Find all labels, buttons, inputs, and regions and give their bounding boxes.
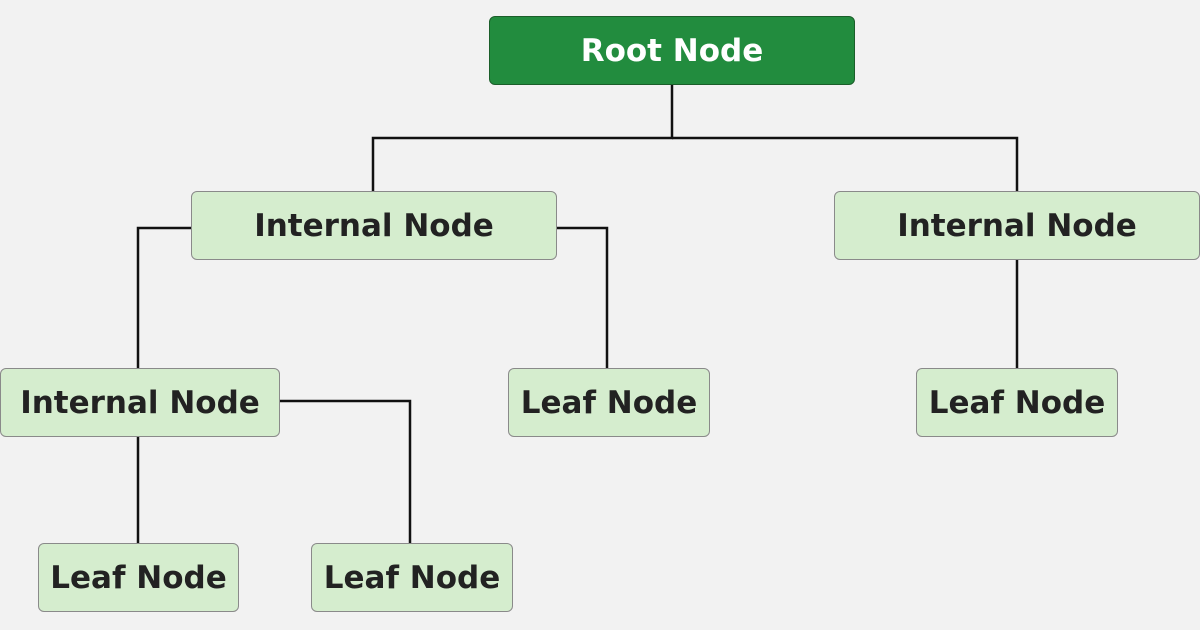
leaf-node: Leaf Node <box>311 543 513 612</box>
leaf-node: Leaf Node <box>38 543 239 612</box>
edge-i3-l4 <box>280 399 412 543</box>
root-node: Root Node <box>489 16 855 85</box>
internal-node: Internal Node <box>834 191 1200 260</box>
leaf-node: Leaf Node <box>508 368 710 437</box>
edge-root-i1 <box>371 85 674 191</box>
leaf-node: Leaf Node <box>916 368 1118 437</box>
edge-i1-l1 <box>557 226 609 368</box>
internal-node: Internal Node <box>0 368 280 437</box>
edge-root-i2 <box>672 136 1019 191</box>
edge-i1-i3 <box>136 226 191 368</box>
internal-node: Internal Node <box>191 191 557 260</box>
